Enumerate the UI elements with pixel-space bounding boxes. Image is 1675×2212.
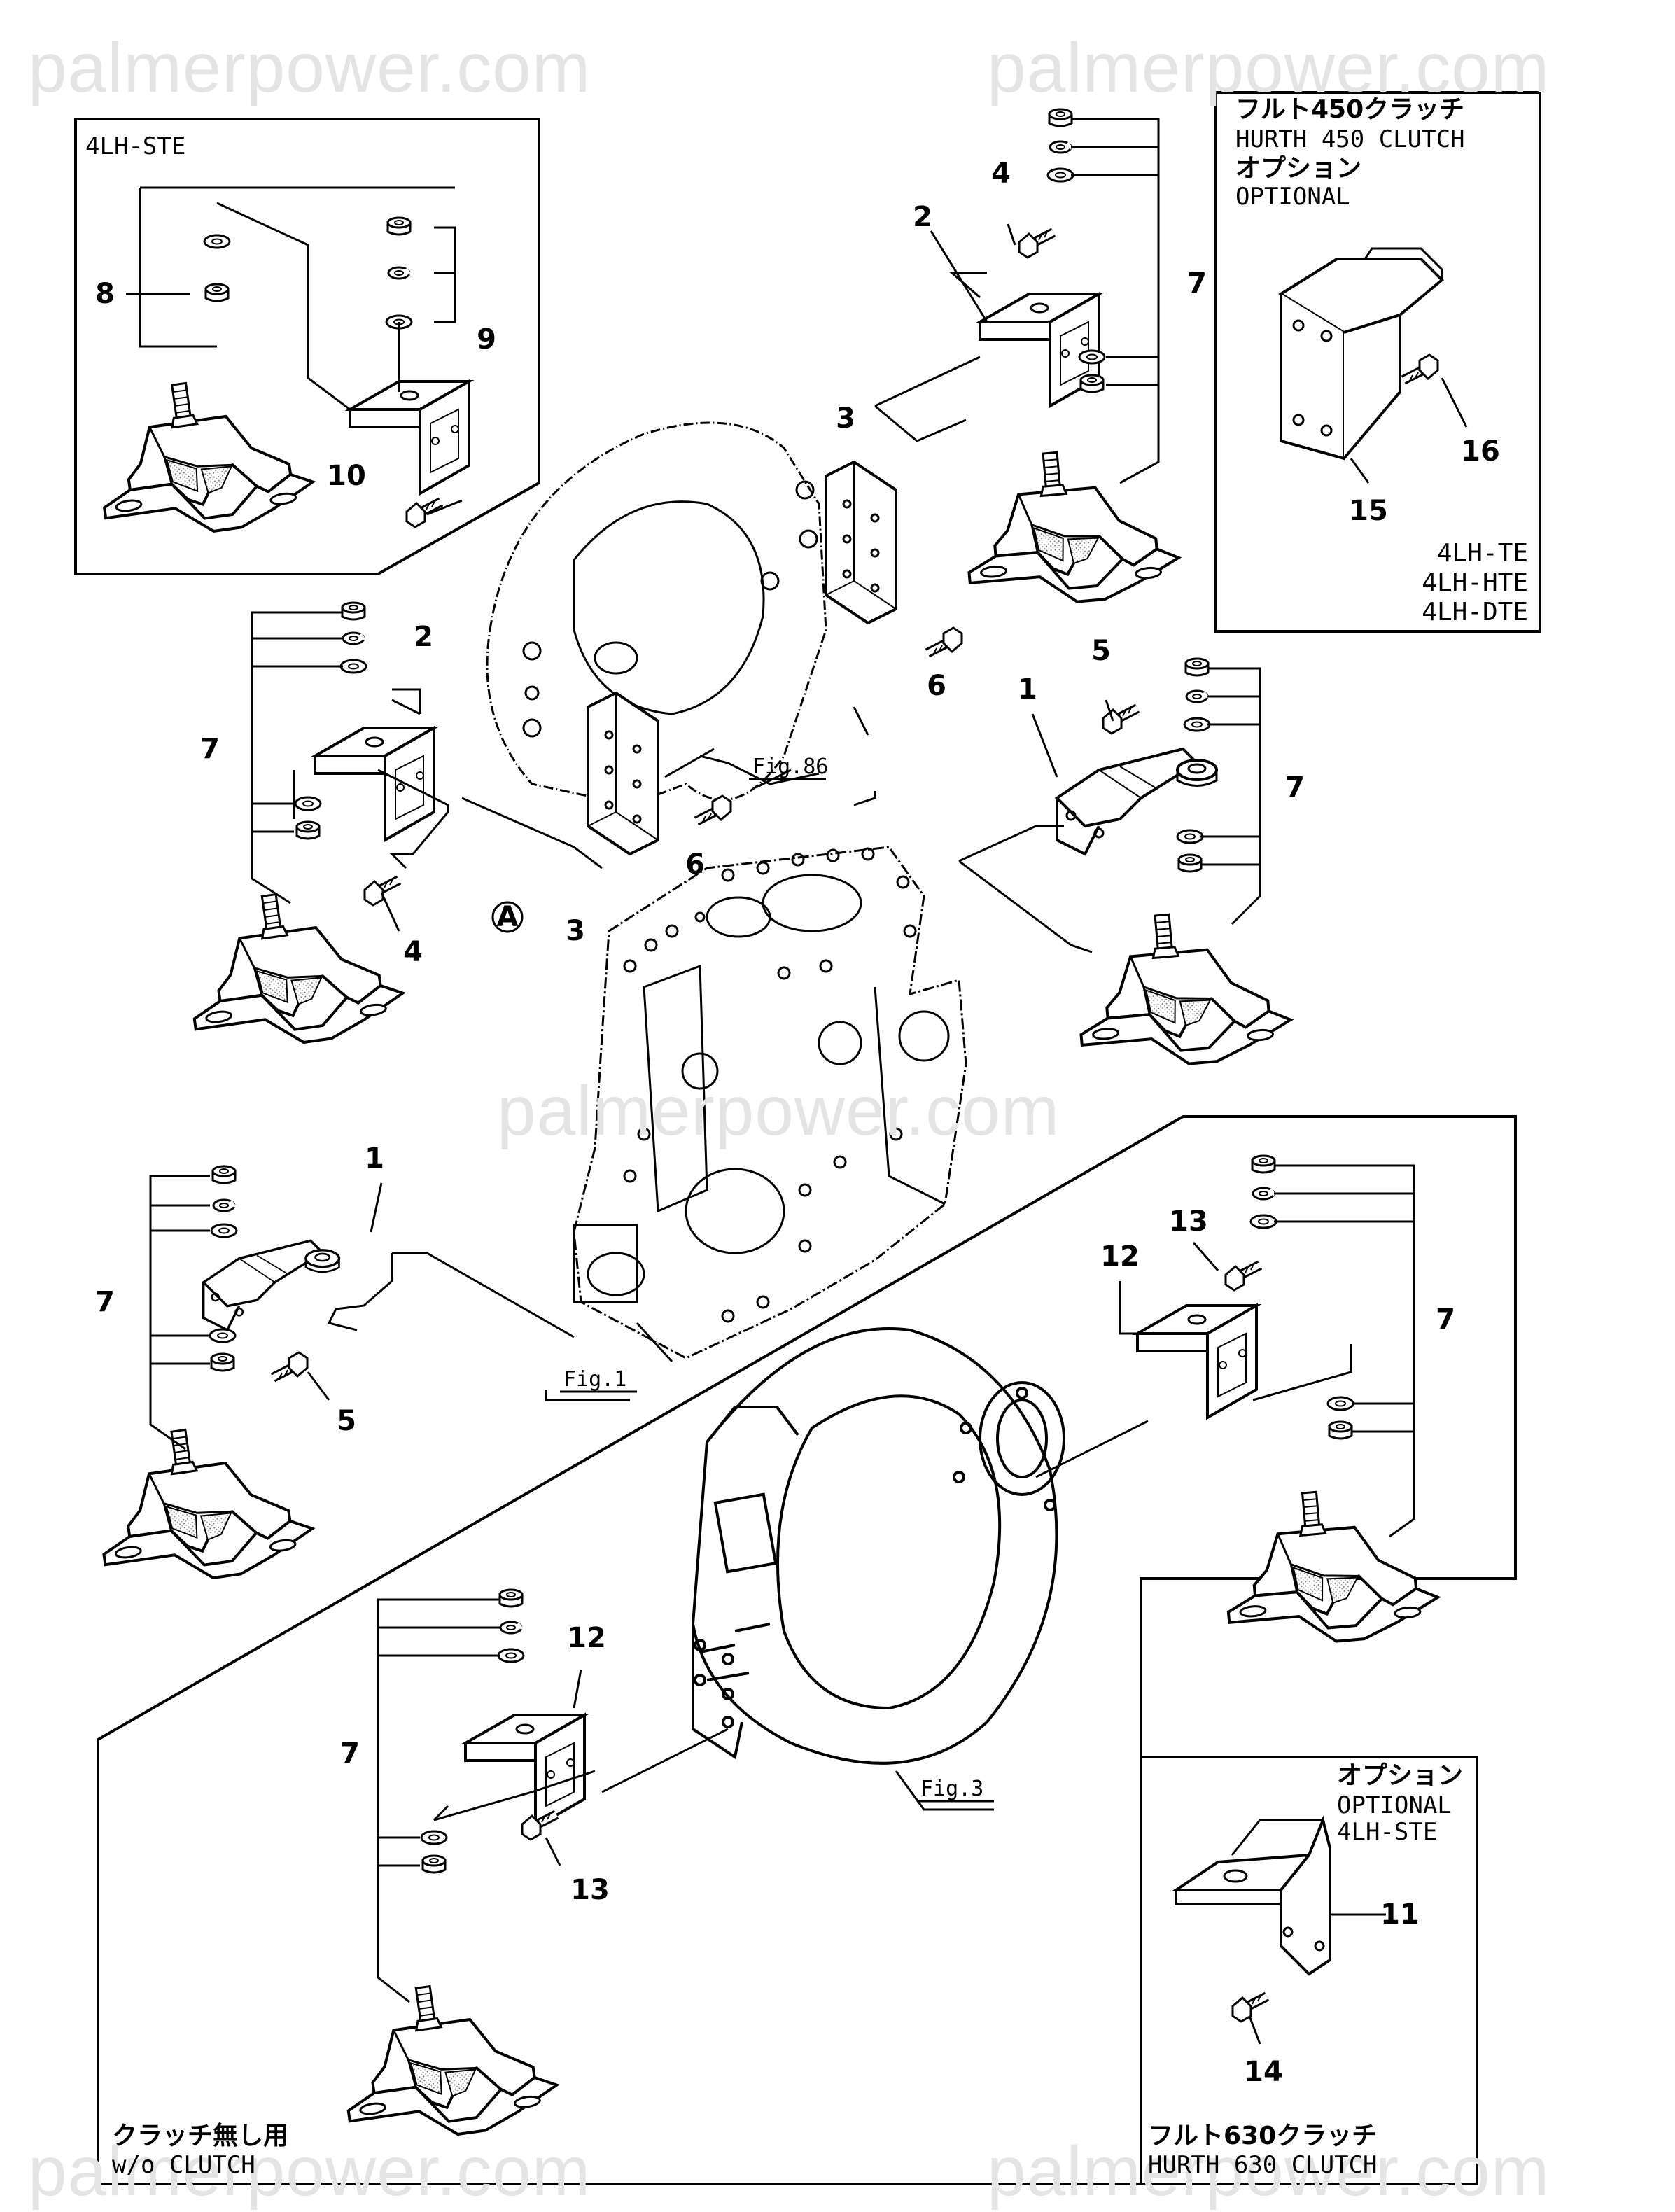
upper-right-stack [874,108,1184,612]
hurth450-model-1: 4LH-TE [1436,539,1528,568]
circle-a-marker: A [496,901,519,933]
fig-ref-1: Fig.1 [563,1367,627,1392]
fig-ref-86-underline [749,778,826,780]
part-number-1: 1 [1018,673,1037,706]
bottom-left-stack [331,1588,729,2150]
part-number-4-left: 4 [403,936,423,968]
part-number-7-left: 7 [200,733,220,765]
hurth450-model-3: 4LH-DTE [1422,598,1528,626]
fig-ref-3: Fig.3 [920,1777,984,1801]
part-number-3: 3 [836,402,855,435]
watermark-bottom-right: palmerpower.com [987,2132,1550,2211]
part-number-11: 11 [1380,1898,1420,1931]
part-number-9: 9 [477,323,496,356]
part-number-15: 15 [1349,495,1388,527]
fig-ref-3-underline [917,1800,994,1802]
cylinder-block [573,846,967,1359]
hurth450-title-jp: フルト450クラッチ [1235,95,1465,124]
hurth630-parts [1171,1815,1386,2045]
box-lower-frame [97,1115,1517,2185]
part-number-16: 16 [1461,435,1500,468]
part-number-5-lower: 5 [337,1405,356,1437]
hurth450-option-en: OPTIONAL [1235,183,1350,211]
part-number-7-right: 7 [1285,771,1305,804]
hurth630-option-jp: オプション [1337,1761,1464,1790]
part-number-3-left: 3 [566,915,585,947]
part-number-13: 13 [1169,1205,1208,1238]
part-number-10: 10 [327,460,366,492]
part-number-6-left: 6 [685,848,705,881]
part-number-13-bottom: 13 [570,1874,610,1906]
watermark-bottom-left: palmerpower.com [28,2132,591,2211]
fig-ref-1-underline [560,1390,637,1393]
part-number-12-bottom: 12 [567,1622,606,1654]
part-number-7: 7 [1187,267,1207,300]
part-number-5: 5 [1091,635,1111,667]
box-4lh-ste-top [74,118,540,575]
hurth450-model-2: 4LH-HTE [1422,568,1528,597]
part-number-12: 12 [1100,1240,1140,1273]
hurth630-footer-jp: フルト630クラッチ [1148,2122,1378,2150]
clutch-housing [691,1327,1065,1765]
part-number-8: 8 [95,278,115,310]
part-number-4: 4 [991,158,1011,190]
lower-right-stack [1035,1154,1443,1652]
hurth450-title-en: HURTH 450 CLUTCH [1235,125,1465,153]
part-number-7-bottom: 7 [340,1737,360,1770]
part-number-2: 2 [913,201,932,233]
hurth630-model: 4LH-STE [1337,1818,1438,1846]
box-title-4lh-ste: 4LH-STE [85,132,186,160]
plate-3-upper [825,461,897,624]
leader-lines [545,706,1197,1811]
right-middle-stack [958,657,1296,1074]
hurth450-parts [1278,247,1468,484]
part-number-7-lower-left: 7 [95,1286,115,1318]
part-number-1-lower: 1 [365,1142,384,1175]
middle-left-stack [177,601,603,1058]
lower-left-stack [87,1165,575,1594]
plate-3-left [587,692,659,855]
part-number-6: 6 [927,670,946,702]
part-number-7-lower-right: 7 [1436,1303,1455,1336]
box-hurth-450 [1214,91,1541,633]
watermark-center: palmerpower.com [497,1072,1060,1150]
top-left-parts [87,186,470,547]
watermark-top-left: palmerpower.com [28,29,591,107]
fig-ref-86: Fig.86 [752,755,829,779]
hurth450-option-jp: オプション [1235,154,1362,183]
watermark-top-right: palmerpower.com [987,29,1550,107]
hurth630-footer-en: HURTH 630 CLUTCH [1148,2151,1378,2179]
part-number-14: 14 [1244,2056,1283,2088]
box-hurth-630 [1140,1756,1478,2185]
hurth630-option-en: OPTIONAL [1337,1791,1452,1819]
no-clutch-footer-jp: クラッチ無し用 [112,2122,289,2150]
circle-a-ring [491,901,524,933]
part-number-2-left: 2 [414,621,433,653]
no-clutch-footer-en: w/o CLUTCH [112,2151,255,2179]
